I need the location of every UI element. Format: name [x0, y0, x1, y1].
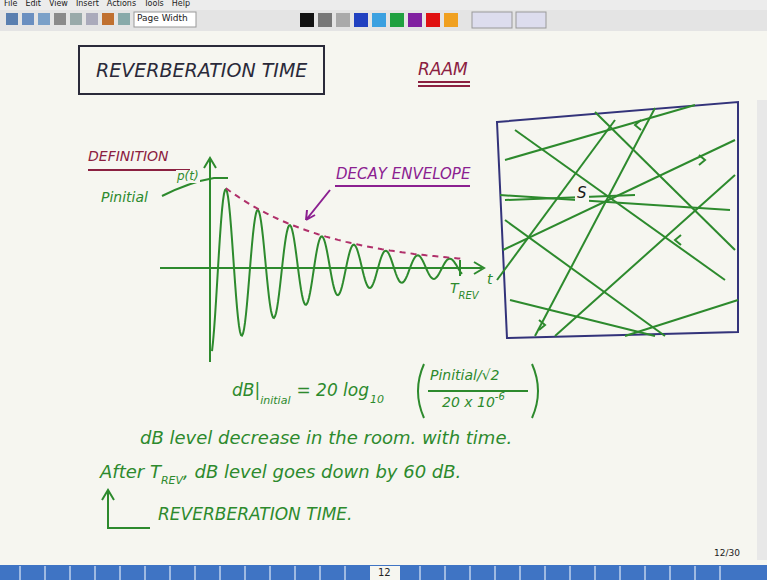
- underline: [88, 169, 190, 171]
- page-bar-ticks: [20, 566, 720, 580]
- equation-subscript: 10: [370, 394, 384, 406]
- equation-term: = 20 log: [296, 381, 369, 400]
- page-number: 12: [378, 567, 391, 578]
- time-subscript: REV: [459, 290, 479, 301]
- note-text: , dB level goes down by 60 dB.: [183, 462, 461, 482]
- name-label: RAAM: [418, 60, 468, 79]
- underline: [418, 81, 470, 83]
- callout-arrow: [306, 190, 330, 220]
- axis-label: t: [486, 272, 494, 287]
- axis-label: p(t): [176, 170, 200, 183]
- menu-item: View: [49, 0, 68, 9]
- page-bar: [0, 565, 767, 580]
- scroll-track: [757, 100, 767, 560]
- section-heading: DEFINITION: [88, 149, 169, 164]
- title-box: REVERBERATION TIME: [78, 45, 325, 95]
- zoom-dropdown: [134, 12, 196, 27]
- equation-denominator: 20 x 10: [442, 395, 495, 410]
- room-sketch: S: [495, 100, 740, 340]
- menu-bar: [0, 0, 767, 10]
- equation-term: dB|: [232, 381, 260, 400]
- graph-axes: [160, 158, 484, 362]
- parenthesis: [418, 364, 424, 418]
- underline: [335, 185, 470, 187]
- menu-item: Edit: [25, 0, 41, 9]
- envelope-label: DECAY ENVELOPE: [335, 166, 471, 183]
- decay-envelope: [226, 188, 462, 259]
- menu-item: Actions: [107, 0, 136, 9]
- page-number-ground: [370, 566, 400, 580]
- menu-item: Help: [172, 0, 190, 9]
- quantity-label: Pinitial: [100, 190, 149, 205]
- menu-item: Insert: [76, 0, 99, 9]
- zoom-label: Page Width: [137, 14, 188, 24]
- decaying-wave: [212, 189, 462, 351]
- parenthesis: [532, 364, 538, 418]
- time-label: T: [450, 281, 459, 296]
- title-text: REVERBERATION TIME: [96, 59, 307, 81]
- page-counter: 12/30: [714, 549, 740, 559]
- callout-text: REVERBERATION TIME.: [158, 505, 352, 524]
- toolbar-icons: [6, 12, 546, 28]
- note-subscript: REV: [161, 475, 183, 487]
- note-text: dB level decrease in the room. with time…: [140, 428, 512, 448]
- underline: [418, 85, 470, 87]
- room-outline: [495, 100, 740, 340]
- equation-numerator: Pinitial/√2: [430, 368, 500, 383]
- note-text: After T: [100, 462, 161, 482]
- equation-exponent: -6: [495, 391, 505, 402]
- menu-item: File: [4, 0, 17, 9]
- menu-item: Tools: [144, 0, 164, 9]
- fraction-bar: [428, 390, 528, 392]
- toolbar: [0, 0, 767, 31]
- equation-subscript: initial: [260, 395, 290, 407]
- source-label: S: [575, 184, 589, 202]
- pointer-arrow: [102, 490, 150, 528]
